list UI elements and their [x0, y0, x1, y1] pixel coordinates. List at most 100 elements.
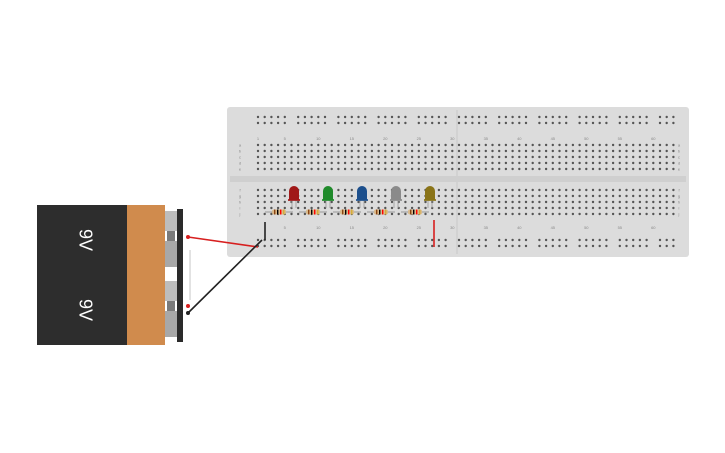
breadboard-hole[interactable] — [263, 121, 266, 125]
breadboard-hole[interactable] — [551, 149, 554, 153]
breadboard-hole[interactable] — [504, 238, 508, 242]
breadboard-hole[interactable] — [498, 200, 501, 204]
breadboard-hole[interactable] — [585, 244, 588, 248]
breadboard-hole[interactable] — [464, 244, 467, 248]
breadboard-hole[interactable] — [437, 194, 441, 198]
breadboard-hole[interactable] — [551, 188, 554, 192]
breadboard-hole[interactable] — [625, 155, 628, 159]
breadboard-hole[interactable] — [390, 206, 394, 210]
breadboard-hole[interactable] — [410, 167, 414, 171]
breadboard-hole[interactable] — [585, 161, 588, 165]
breadboard-hole[interactable] — [437, 206, 441, 210]
breadboard-hole[interactable] — [477, 200, 481, 204]
breadboard-hole[interactable] — [518, 212, 521, 216]
breadboard-hole[interactable] — [565, 200, 568, 204]
breadboard-hole[interactable] — [404, 155, 407, 159]
breadboard-hole[interactable] — [491, 143, 494, 147]
breadboard-hole[interactable] — [310, 143, 313, 147]
breadboard-hole[interactable] — [625, 149, 628, 153]
breadboard-hole[interactable] — [578, 115, 581, 119]
breadboard-hole[interactable] — [491, 167, 494, 171]
breadboard-hole[interactable] — [357, 244, 360, 248]
breadboard-hole[interactable] — [652, 194, 655, 198]
breadboard-hole[interactable] — [263, 206, 266, 210]
breadboard-hole[interactable] — [444, 238, 447, 242]
breadboard-hole[interactable] — [471, 194, 474, 198]
breadboard-hole[interactable] — [665, 149, 668, 153]
breadboard-hole[interactable] — [397, 155, 400, 159]
breadboard-hole[interactable] — [578, 200, 581, 204]
breadboard-hole[interactable] — [571, 155, 575, 159]
breadboard-hole[interactable] — [605, 143, 608, 147]
breadboard-hole[interactable] — [343, 194, 347, 198]
breadboard-hole[interactable] — [504, 194, 508, 198]
breadboard-hole[interactable] — [444, 206, 447, 210]
breadboard-hole[interactable] — [591, 206, 595, 210]
breadboard-hole[interactable] — [538, 188, 541, 192]
breadboard-hole[interactable] — [578, 212, 581, 216]
breadboard-hole[interactable] — [638, 167, 642, 171]
breadboard-hole[interactable] — [638, 121, 642, 125]
breadboard-hole[interactable] — [283, 167, 286, 171]
breadboard-hole[interactable] — [477, 121, 481, 125]
breadboard-hole[interactable] — [652, 161, 655, 165]
breadboard-hole[interactable] — [611, 161, 615, 165]
breadboard-hole[interactable] — [565, 244, 568, 248]
breadboard-hole[interactable] — [390, 200, 394, 204]
breadboard-hole[interactable] — [256, 188, 260, 192]
breadboard-hole[interactable] — [538, 238, 541, 242]
breadboard-hole[interactable] — [645, 167, 648, 171]
breadboard-hole[interactable] — [377, 155, 380, 159]
breadboard-hole[interactable] — [632, 121, 635, 125]
breadboard-hole[interactable] — [417, 121, 420, 125]
breadboard-hole[interactable] — [370, 155, 374, 159]
breadboard-hole[interactable] — [343, 206, 347, 210]
breadboard-hole[interactable] — [585, 200, 588, 204]
breadboard-hole[interactable] — [256, 238, 260, 242]
breadboard-hole[interactable] — [558, 188, 561, 192]
breadboard-hole[interactable] — [531, 206, 534, 210]
breadboard-hole[interactable] — [658, 149, 662, 153]
breadboard-hole[interactable] — [384, 155, 387, 159]
breadboard-hole[interactable] — [317, 238, 320, 242]
breadboard-hole[interactable] — [638, 188, 642, 192]
breadboard-hole[interactable] — [645, 206, 648, 210]
breadboard-hole[interactable] — [571, 212, 575, 216]
breadboard-hole[interactable] — [276, 238, 280, 242]
breadboard-hole[interactable] — [632, 115, 635, 119]
breadboard-hole[interactable] — [390, 238, 394, 242]
breadboard-hole[interactable] — [270, 121, 273, 125]
breadboard-hole[interactable] — [524, 149, 528, 153]
breadboard-hole[interactable] — [578, 149, 581, 153]
breadboard-hole[interactable] — [518, 115, 521, 119]
breadboard-hole[interactable] — [404, 244, 407, 248]
breadboard-hole[interactable] — [598, 149, 601, 153]
breadboard-hole[interactable] — [571, 188, 575, 192]
breadboard-hole[interactable] — [645, 200, 648, 204]
breadboard-hole[interactable] — [283, 194, 286, 198]
breadboard-hole[interactable] — [390, 115, 394, 119]
breadboard-hole[interactable] — [645, 121, 648, 125]
breadboard-hole[interactable] — [471, 200, 474, 204]
breadboard-hole[interactable] — [297, 244, 300, 248]
breadboard-hole[interactable] — [544, 194, 548, 198]
breadboard-hole[interactable] — [565, 115, 568, 119]
breadboard-hole[interactable] — [511, 206, 514, 210]
breadboard-hole[interactable] — [337, 206, 340, 210]
breadboard-hole[interactable] — [605, 212, 608, 216]
breadboard-hole[interactable] — [370, 143, 374, 147]
breadboard-hole[interactable] — [672, 188, 675, 192]
breadboard-hole[interactable] — [317, 188, 320, 192]
breadboard-hole[interactable] — [397, 149, 400, 153]
breadboard-hole[interactable] — [350, 155, 353, 159]
breadboard-hole[interactable] — [585, 188, 588, 192]
breadboard-hole[interactable] — [330, 143, 333, 147]
breadboard-hole[interactable] — [457, 161, 461, 165]
breadboard-hole[interactable] — [370, 200, 374, 204]
breadboard-hole[interactable] — [672, 212, 675, 216]
breadboard-hole[interactable] — [511, 238, 514, 242]
breadboard-hole[interactable] — [498, 149, 501, 153]
breadboard-hole[interactable] — [578, 194, 581, 198]
breadboard-hole[interactable] — [457, 206, 461, 210]
breadboard-hole[interactable] — [471, 115, 474, 119]
